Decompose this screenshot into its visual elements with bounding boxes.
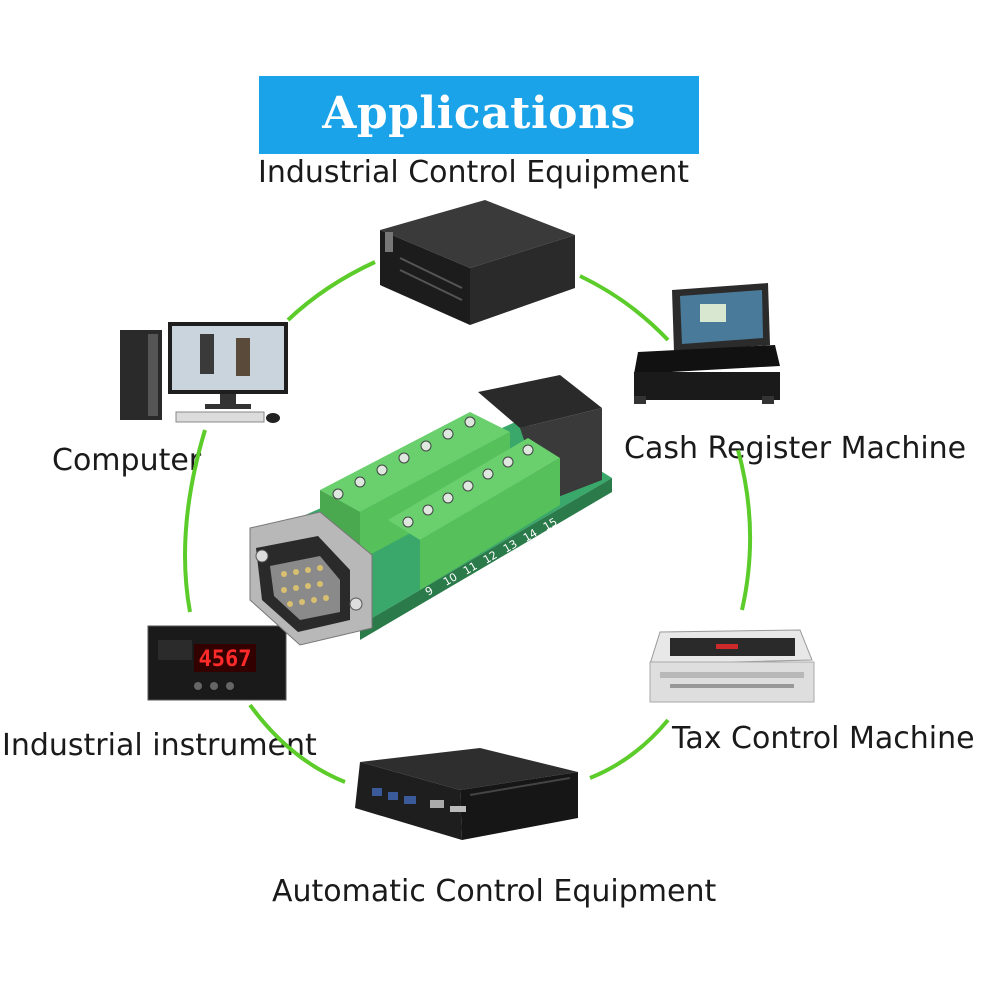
terminal-number: 15 <box>541 515 560 533</box>
digital-meter-image: 4567 <box>147 625 287 701</box>
industrial-pc-image <box>355 748 578 840</box>
terminal-number: 14 <box>521 526 540 544</box>
printer-image <box>649 629 815 703</box>
green-ring <box>183 260 753 784</box>
label-computer: Computer <box>52 443 202 478</box>
rack-server-image <box>380 200 575 325</box>
db15-terminal-board-image: 9 10 11 12 13 14 15 <box>249 375 612 646</box>
label-cash-register-machine: Cash Register Machine <box>624 431 967 466</box>
label-automatic-control-equipment: Automatic Control Equipment <box>272 874 717 909</box>
terminal-number: 12 <box>481 548 500 566</box>
computer-image <box>120 322 288 423</box>
meter-display: 4567 <box>199 647 252 672</box>
label-tax-control-machine: Tax Control Machine <box>672 721 975 756</box>
label-industrial-instrument: Industrial instrument <box>2 728 317 763</box>
cash-register-image <box>634 283 780 404</box>
terminal-number: 13 <box>501 537 520 555</box>
banner-title: Applications <box>322 88 636 139</box>
terminal-number: 10 <box>441 570 460 588</box>
applications-banner: Applications <box>259 76 699 154</box>
label-industrial-control-equipment: Industrial Control Equipment <box>258 155 690 190</box>
terminal-number: 11 <box>461 559 480 577</box>
